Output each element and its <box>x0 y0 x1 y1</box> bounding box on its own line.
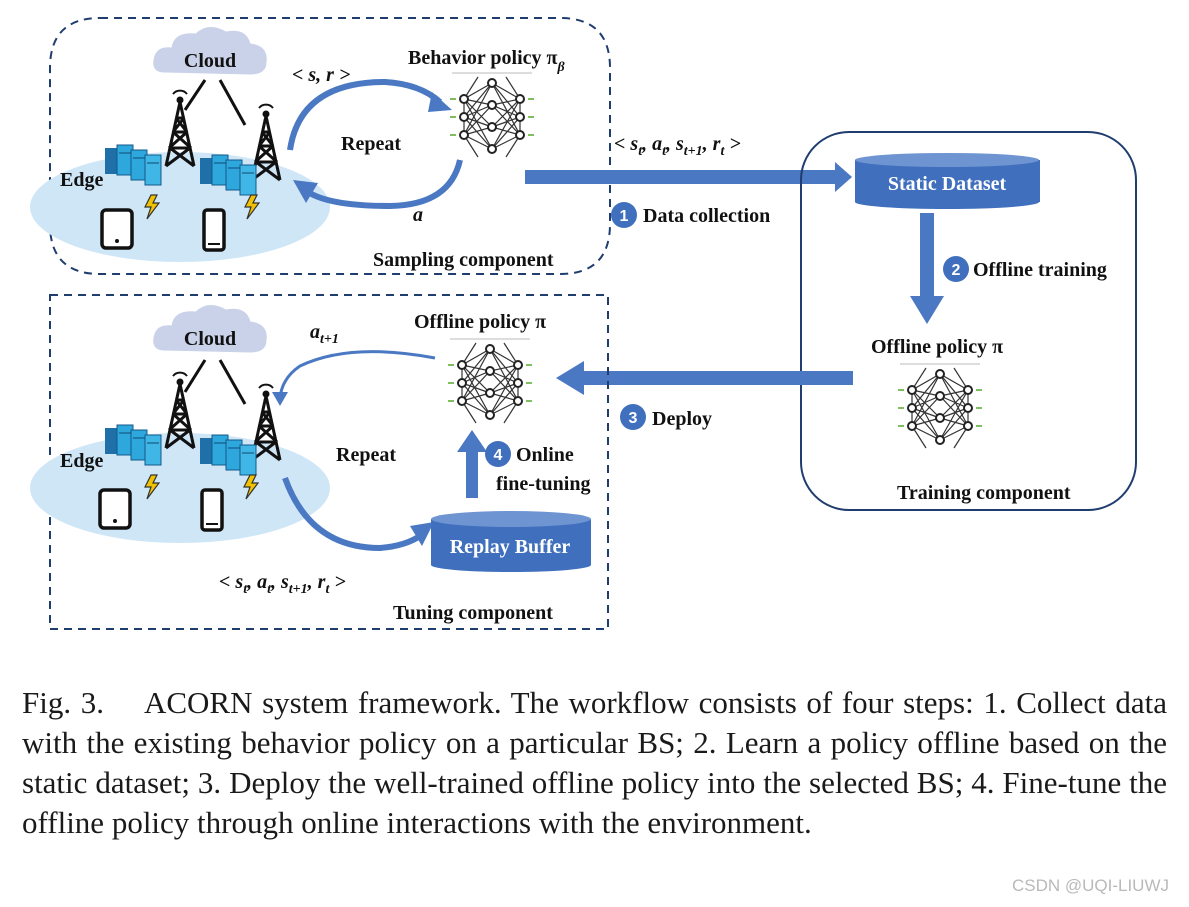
online-fine-tuning-arrow <box>457 430 487 498</box>
tuning-component-label: Tuning component <box>393 602 553 624</box>
data-collection-arrow <box>525 162 852 192</box>
step-1-label: Data collection <box>643 205 770 227</box>
offline-training-arrow <box>910 213 944 324</box>
transition-to-buffer-arrow <box>282 476 422 552</box>
behavior-policy-label: Behavior policy πβ <box>408 47 565 75</box>
svg-text:2: 2 <box>952 262 961 279</box>
cloud-label: Cloud <box>184 50 236 72</box>
training-component-label: Training component <box>897 482 1071 504</box>
cloud-link <box>218 359 247 405</box>
svg-text:3: 3 <box>629 410 638 427</box>
arrow-head <box>428 92 452 112</box>
step-2-label: Offline training <box>973 259 1107 281</box>
tuning-transition-label: < st, at, st+1, rt > <box>219 571 346 597</box>
arrow-head <box>272 392 288 406</box>
sampling-action-arrow <box>306 159 463 210</box>
tablet-icon <box>100 208 134 250</box>
tuning-offline-policy-label: Offline policy π <box>414 311 546 333</box>
step-4-label-line2: fine-tuning <box>496 473 590 495</box>
tuning-component: Cloud Edge at+1 Offline policy π Repeat … <box>30 294 609 630</box>
cloud-link <box>183 359 207 393</box>
step-4-label-line1: Online <box>516 444 574 466</box>
sampling-component-label: Sampling component <box>373 249 554 271</box>
sampling-component: Cloud Edge < s, r > Behavior policy πβ R… <box>30 17 611 275</box>
edge-label: Edge <box>60 169 103 191</box>
step-3-label: Deploy <box>652 408 712 430</box>
static-dataset-label: Static Dataset <box>888 173 1007 195</box>
action-label: a <box>413 204 423 226</box>
offline-policy-label: Offline policy π <box>871 336 1003 358</box>
figure-number: Fig. 3. <box>22 685 104 720</box>
figure-caption: Fig. 3.ACORN system framework. The workf… <box>22 683 1167 843</box>
state-reward-label: < s, r > <box>292 64 350 86</box>
repeat-label: Repeat <box>336 444 396 466</box>
static-dataset-cylinder <box>855 153 1040 209</box>
step-4-badge: 4 <box>485 441 511 467</box>
cloud-label: Cloud <box>184 328 236 350</box>
tablet-icon <box>98 488 132 530</box>
svg-text:4: 4 <box>494 447 503 464</box>
cloud-link <box>218 79 247 126</box>
step-2-badge: 2 <box>943 256 969 282</box>
training-component-border <box>800 131 1137 511</box>
phone-icon <box>200 488 224 532</box>
step-3-badge: 3 <box>620 404 646 430</box>
watermark: CSDN @UQI-LIUWJ <box>1011 876 1169 895</box>
phone-icon <box>202 208 226 252</box>
training-component: Static Dataset 2 Offline training Offlin… <box>800 131 1137 511</box>
edge-label: Edge <box>60 450 103 472</box>
transition-tuple-label: < st, at, st+1, rt > <box>614 133 741 159</box>
deploy-arrow <box>556 361 853 395</box>
arrow-head <box>293 180 318 203</box>
next-action-arrow <box>278 350 436 399</box>
sampling-observation-arrow <box>287 78 443 151</box>
repeat-label: Repeat <box>341 133 401 155</box>
step-1-badge: 1 <box>611 202 637 228</box>
replay-buffer-label: Replay Buffer <box>450 536 571 558</box>
replay-buffer-cylinder <box>431 511 591 572</box>
cloud-link <box>183 79 207 111</box>
arrow-head <box>410 522 434 546</box>
next-action-label: at+1 <box>310 321 339 347</box>
caption-text: ACORN system framework. The workflow con… <box>22 685 1167 840</box>
svg-text:1: 1 <box>620 208 629 225</box>
